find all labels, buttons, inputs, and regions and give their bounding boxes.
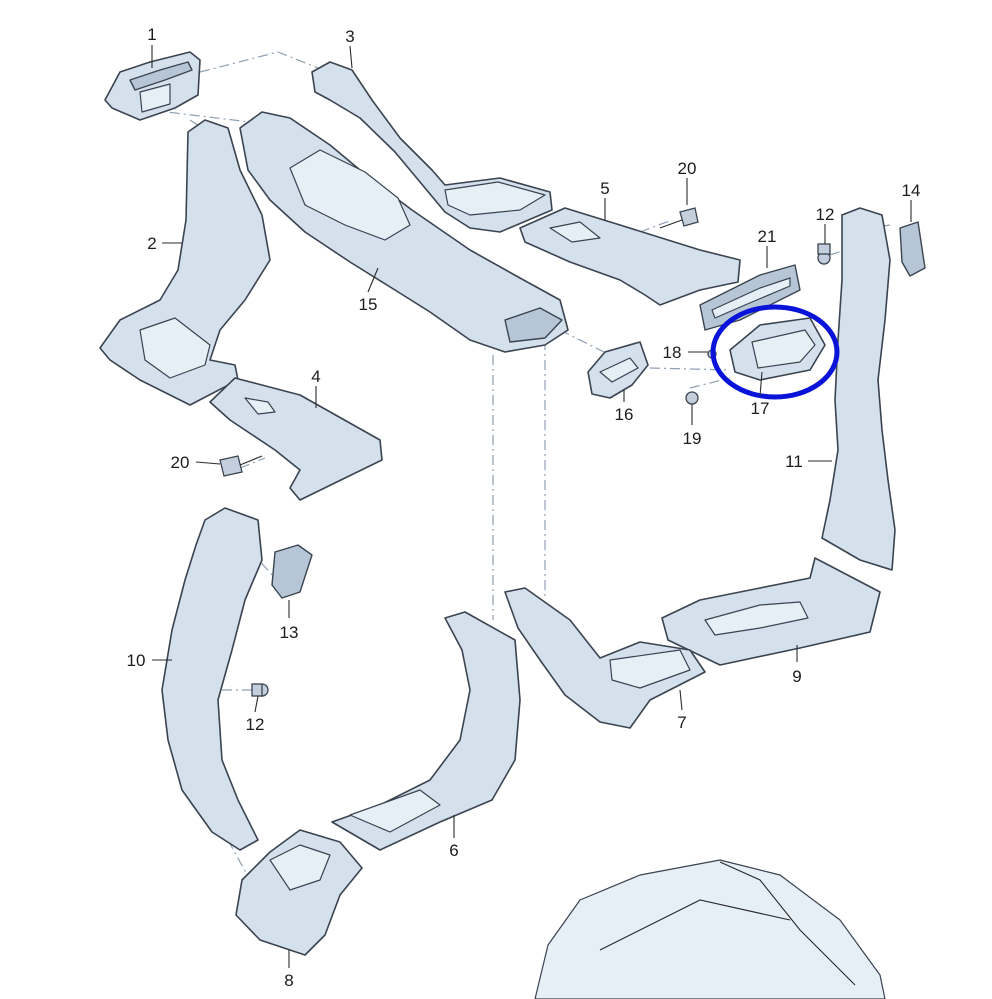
part-2-left-duct bbox=[99, 119, 271, 406]
part-4-flat-duct bbox=[209, 377, 383, 501]
callout-18: 18 bbox=[663, 343, 682, 362]
screw-20-upper bbox=[659, 207, 699, 229]
part-11-right-duct bbox=[821, 207, 896, 571]
callout-13: 13 bbox=[280, 623, 299, 642]
callout-10: 10 bbox=[127, 651, 146, 670]
callout-12-lower: 12 bbox=[246, 715, 265, 734]
part-5-flat-duct bbox=[519, 207, 741, 306]
part-7-duct bbox=[504, 587, 706, 729]
callout-4: 4 bbox=[311, 367, 320, 386]
callout-3: 3 bbox=[345, 27, 354, 46]
callout-2: 2 bbox=[147, 234, 156, 253]
part-14-grille bbox=[899, 221, 926, 277]
part-13-vent bbox=[271, 544, 313, 599]
part-16-bracket bbox=[587, 341, 649, 399]
part-1-housing bbox=[104, 51, 201, 121]
callout-12-upper: 12 bbox=[816, 205, 835, 224]
callout-19: 19 bbox=[683, 429, 702, 448]
callout-labels: 1 2 3 4 5 6 7 8 9 10 11 12 12 13 14 15 1… bbox=[127, 25, 921, 990]
callout-20-lower: 20 bbox=[171, 453, 190, 472]
callout-5: 5 bbox=[600, 179, 609, 198]
callout-1: 1 bbox=[147, 25, 156, 44]
callout-14: 14 bbox=[902, 181, 921, 200]
callout-8: 8 bbox=[284, 971, 293, 990]
part-17-vent-grille bbox=[729, 317, 826, 381]
callout-11: 11 bbox=[785, 452, 803, 471]
part-21-vent bbox=[699, 264, 801, 331]
callout-15: 15 bbox=[359, 295, 378, 314]
callout-20-upper: 20 bbox=[678, 159, 697, 178]
part-15-center-duct bbox=[239, 111, 569, 353]
part-8-elbow bbox=[235, 829, 363, 956]
callout-9: 9 bbox=[792, 667, 801, 686]
callout-leaders bbox=[151, 45, 912, 968]
part-3-duct bbox=[311, 61, 553, 233]
callout-16: 16 bbox=[615, 405, 634, 424]
vehicle-panel-fragment bbox=[534, 859, 886, 999]
screw-19 bbox=[685, 391, 699, 414]
part-6-duct bbox=[331, 611, 521, 851]
callout-7: 7 bbox=[677, 713, 686, 732]
callout-17: 17 bbox=[751, 399, 770, 418]
fasteners bbox=[219, 207, 831, 697]
callout-6: 6 bbox=[449, 841, 458, 860]
clip-12-upper bbox=[817, 243, 831, 265]
highlight-ring bbox=[710, 304, 840, 400]
screw-20-lower bbox=[219, 455, 263, 477]
part-10-duct bbox=[161, 507, 263, 851]
clip-12-lower bbox=[251, 683, 269, 697]
callout-21: 21 bbox=[758, 227, 777, 246]
part-9-duct bbox=[661, 557, 881, 666]
